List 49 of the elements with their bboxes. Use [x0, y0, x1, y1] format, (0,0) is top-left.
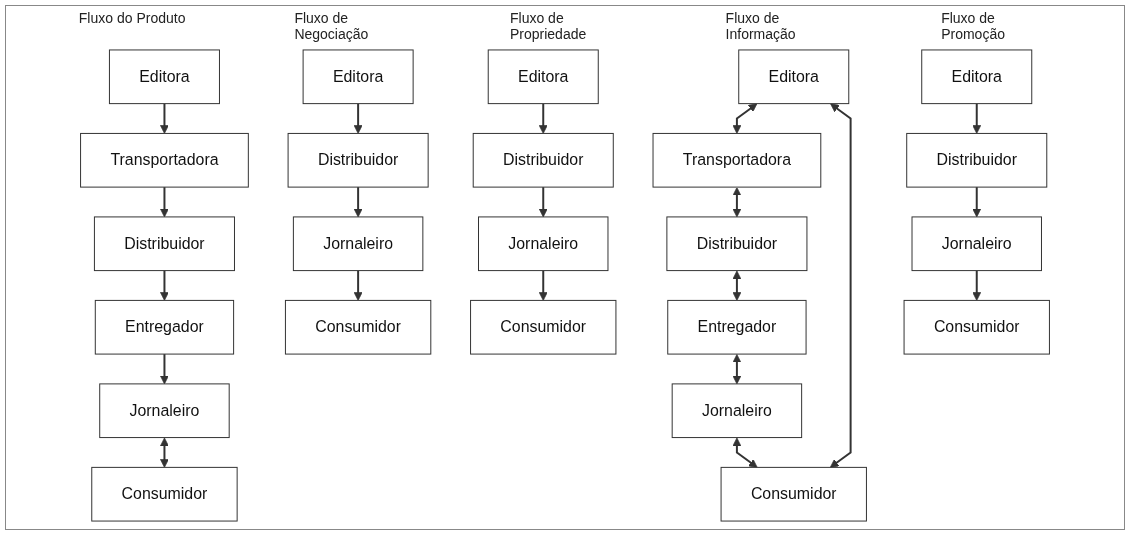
node-box: Editora — [108, 49, 220, 105]
arrow — [160, 353, 169, 385]
node-box: Jornaleiro — [911, 216, 1042, 272]
node-box: Jornaleiro — [99, 383, 230, 439]
arrow — [972, 269, 982, 301]
arrow — [972, 102, 982, 134]
column-heading: Fluxo do Produto — [78, 10, 187, 28]
column-heading: Fluxo de Negociação — [294, 10, 370, 42]
node-box: Distribuidor — [287, 132, 429, 188]
arrow — [538, 102, 548, 134]
arrow — [732, 354, 742, 385]
arrow — [538, 269, 548, 301]
arrow — [972, 186, 982, 218]
node-box: Transportadora — [80, 132, 249, 188]
node-box: Jornaleiro — [671, 383, 803, 439]
arrow — [160, 437, 169, 468]
arrow — [732, 187, 742, 218]
node-box: Editora — [302, 49, 414, 105]
arrow — [353, 186, 363, 218]
node-box: Distribuidor — [666, 216, 808, 272]
arrow — [829, 103, 852, 468]
node-box: Consumidor — [903, 299, 1050, 355]
node-box: Editora — [738, 49, 850, 105]
node-box: Distribuidor — [472, 132, 614, 188]
node-box: Consumidor — [470, 299, 617, 355]
arrow — [732, 270, 742, 301]
arrow — [160, 269, 169, 301]
arrow — [160, 102, 169, 134]
arrow — [732, 437, 758, 468]
node-box: Distribuidor — [93, 216, 235, 272]
column-heading: Fluxo de Informação — [725, 10, 797, 42]
node-box: Editora — [921, 49, 1033, 105]
column-heading: Fluxo de Propriedade — [510, 10, 588, 42]
node-box: Jornaleiro — [478, 216, 609, 272]
node-box: Consumidor — [720, 466, 867, 522]
node-box: Jornaleiro — [292, 216, 424, 272]
arrow — [353, 269, 363, 301]
arrow — [353, 102, 363, 134]
node-box: Consumidor — [91, 466, 238, 522]
node-box: Entregador — [94, 299, 235, 355]
column-heading: Fluxo de Promoção — [941, 10, 1006, 42]
node-box: Editora — [487, 49, 599, 105]
arrow — [538, 186, 548, 218]
node-box: Entregador — [667, 299, 807, 355]
arrow — [160, 186, 169, 218]
node-box: Transportadora — [652, 132, 822, 188]
node-box: Distribuidor — [906, 132, 1048, 188]
node-box: Consumidor — [284, 299, 432, 355]
arrow — [732, 103, 758, 134]
